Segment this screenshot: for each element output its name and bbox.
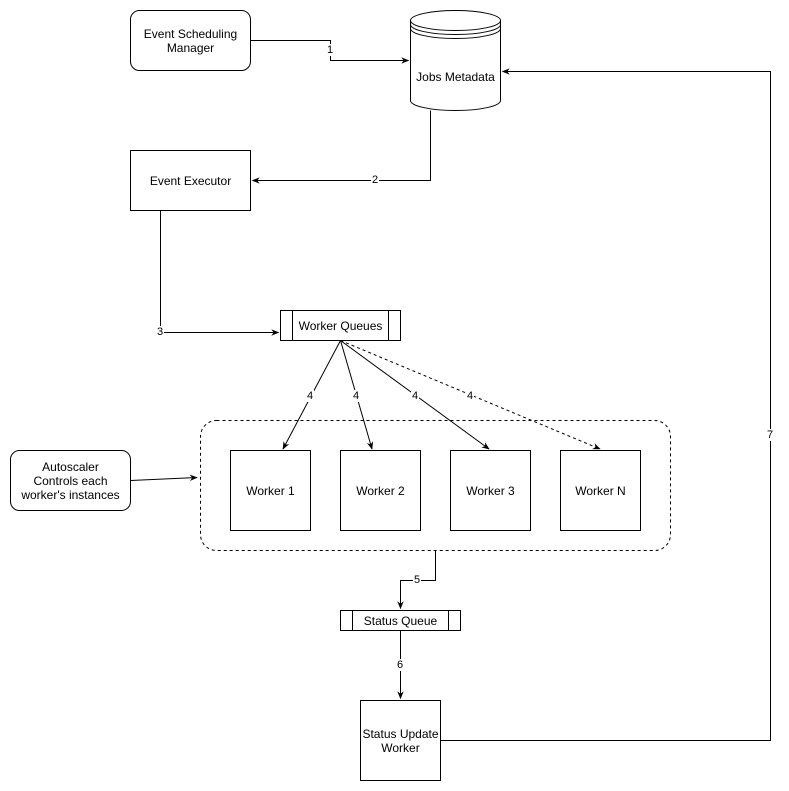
edge-2-label: 2	[371, 174, 380, 186]
edge-1-label: 1	[326, 44, 335, 56]
event-scheduling-manager-label: Event Scheduling Manager	[143, 26, 238, 55]
edge-7	[440, 68, 771, 741]
autoscaler-label: Autoscaler Controls each worker's instan…	[21, 459, 120, 502]
event-executor-box	[130, 150, 251, 211]
edge-3	[160, 210, 280, 336]
worker-queues-label: Worker Queues	[298, 318, 383, 333]
worker-1-label: Worker 1	[246, 483, 295, 498]
worker-1-box	[230, 450, 311, 531]
edge-autoscaler	[130, 474, 198, 482]
jobs-metadata-label: Jobs Metadata	[416, 70, 495, 84]
edge-4-worker-2-label: 4	[352, 390, 361, 402]
edge-4-worker-n-label: 4	[466, 390, 475, 402]
event-executor-label: Event Executor	[149, 173, 232, 188]
worker-2-label: Worker 2	[356, 483, 405, 498]
edge-3-label: 3	[156, 326, 165, 338]
worker-2-box	[340, 450, 421, 531]
worker-n-label: Worker N	[575, 483, 626, 498]
worker-3-label: Worker 3	[466, 483, 515, 498]
status-update-worker-box	[360, 700, 441, 781]
edge-2	[251, 110, 431, 184]
status-update-worker-label: Status Update Worker	[362, 726, 439, 755]
edge-5-label: 5	[413, 574, 422, 586]
worker-3-box	[450, 450, 531, 531]
jobs-metadata-cylinder	[410, 10, 501, 111]
edge-7-label: 7	[766, 429, 775, 441]
edge-6-label: 6	[396, 659, 405, 671]
status-queue-label: Status Queue	[363, 613, 438, 628]
worker-n-box	[560, 450, 641, 531]
edge-4-worker-3-label: 4	[411, 390, 420, 402]
edge-4-worker-1-label: 4	[306, 390, 315, 402]
